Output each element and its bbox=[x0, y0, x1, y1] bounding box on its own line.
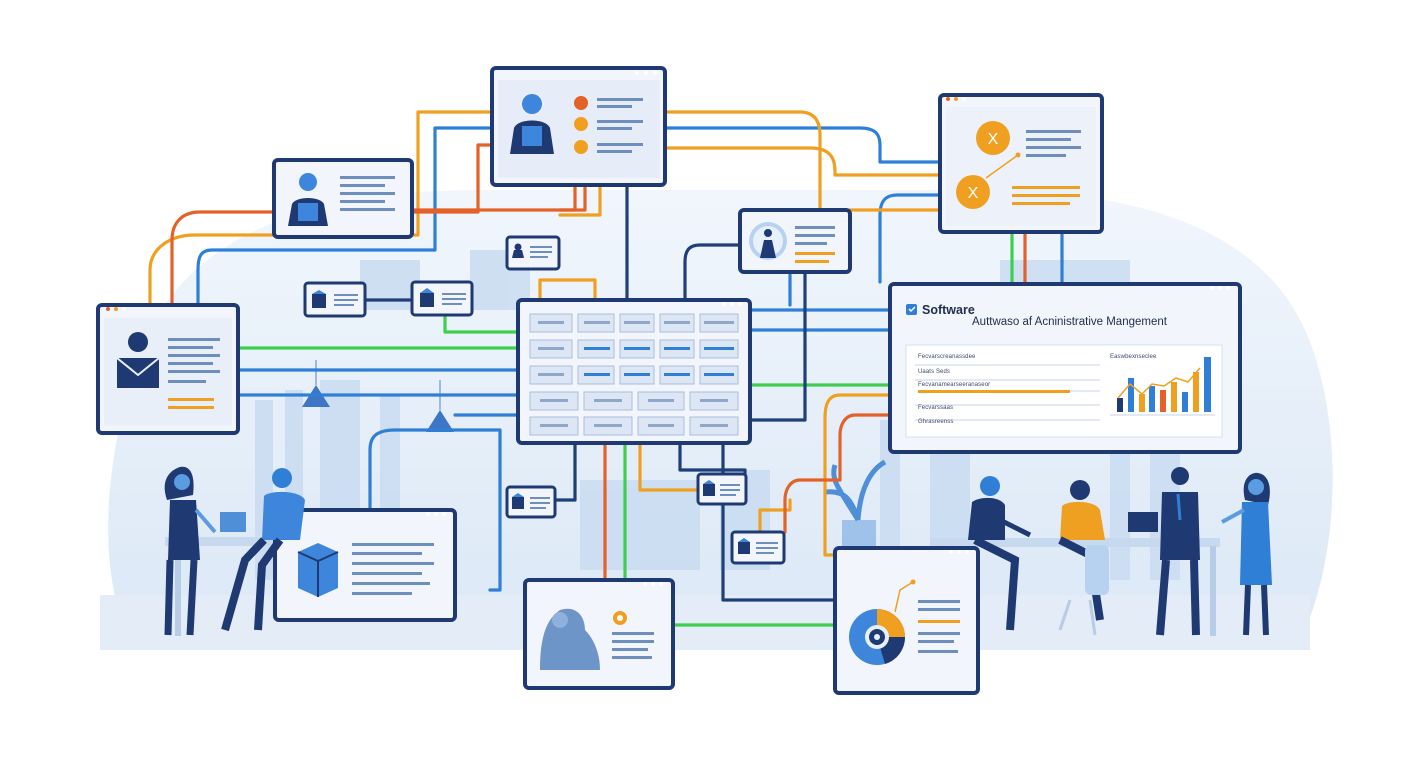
person-right-seated-2 bbox=[1058, 480, 1109, 636]
person-right-seated-1 bbox=[968, 476, 1032, 631]
admin-window-title: Auttwaso af Acninistrative Mangement bbox=[972, 316, 1167, 328]
small-card-6[interactable] bbox=[730, 530, 786, 565]
small-card-4[interactable] bbox=[505, 485, 557, 519]
pie-chart-icon bbox=[849, 609, 906, 665]
svg-text:X: X bbox=[988, 131, 999, 148]
pie-chart-window[interactable] bbox=[833, 546, 980, 695]
small-card-3[interactable] bbox=[410, 280, 474, 317]
dashboard-label: Ghrasreenss bbox=[918, 419, 954, 425]
package-window[interactable] bbox=[273, 508, 457, 622]
profile-window-left[interactable] bbox=[272, 158, 414, 239]
dashboard-label: Fecvarssaas bbox=[918, 405, 954, 411]
chat-bubble-icon bbox=[749, 222, 787, 260]
person-right-standing-2 bbox=[1221, 472, 1272, 636]
small-card-5[interactable] bbox=[696, 472, 748, 506]
user-avatar-icon bbox=[510, 94, 554, 154]
chat-window[interactable] bbox=[738, 208, 852, 274]
small-card-2[interactable] bbox=[303, 281, 367, 318]
bar-chart-icon bbox=[1117, 357, 1211, 412]
dashboard-label: Easwbexnseclee bbox=[1110, 354, 1157, 360]
package-icon bbox=[297, 543, 339, 597]
close-icon: X bbox=[976, 121, 1010, 155]
team-icon bbox=[540, 608, 600, 670]
person-left-seated bbox=[220, 468, 305, 632]
person-right-standing-1 bbox=[1128, 467, 1200, 636]
mail-window[interactable] bbox=[96, 303, 240, 435]
review-window[interactable]: X X bbox=[938, 93, 1104, 234]
dashboard-label: Fecvanamearseeranaseor bbox=[918, 382, 991, 388]
small-card-1[interactable] bbox=[505, 235, 561, 271]
connection-lines bbox=[148, 110, 1064, 627]
analytics-window-bottom[interactable] bbox=[523, 578, 675, 690]
data-grid-window[interactable] bbox=[516, 298, 752, 445]
admin-dashboard-window[interactable] bbox=[888, 282, 1242, 454]
user-avatar-icon bbox=[288, 173, 328, 226]
software-brand-label: Software bbox=[922, 303, 975, 317]
svg-text:X: X bbox=[968, 185, 979, 202]
profile-window-top[interactable] bbox=[490, 66, 667, 187]
dashboard-label: Fecvarscreanassdee bbox=[918, 354, 976, 360]
person-left-standing bbox=[164, 466, 217, 636]
dashboard-label: Uaats Seds bbox=[918, 369, 951, 375]
close-icon: X bbox=[956, 175, 990, 209]
mail-icon bbox=[116, 332, 160, 388]
